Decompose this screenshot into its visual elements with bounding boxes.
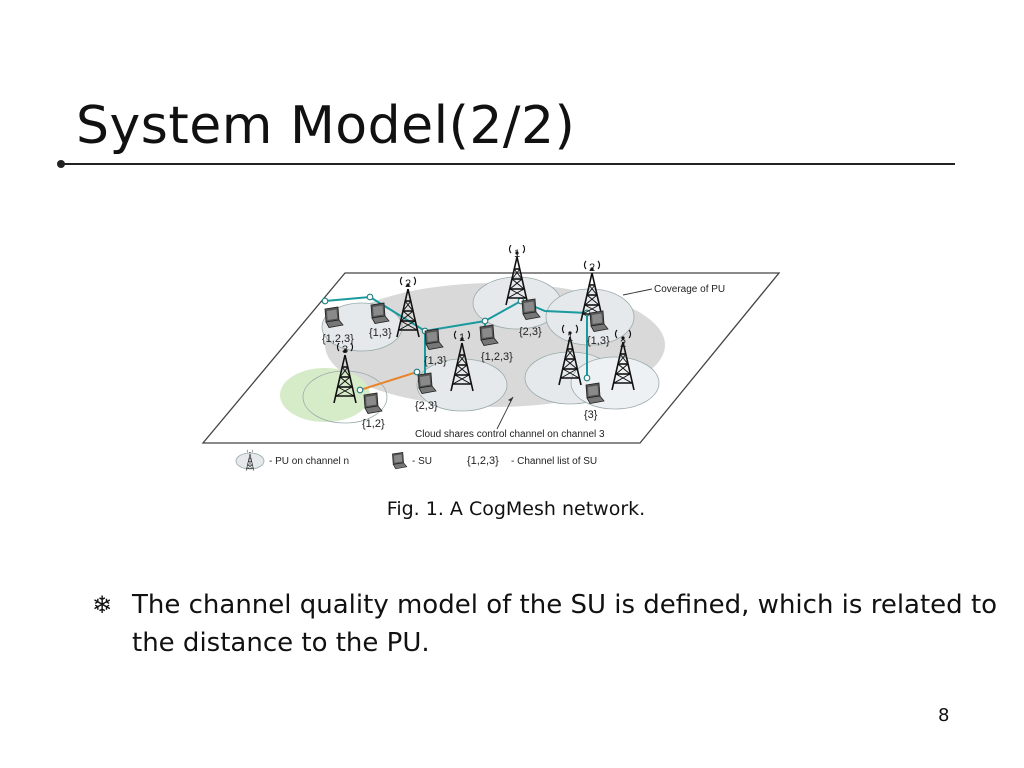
su-channel-list: {1,2} bbox=[362, 418, 385, 430]
bullet-text: The channel quality model of the SU is d… bbox=[132, 590, 998, 658]
pu-coverage-green bbox=[280, 368, 370, 422]
legend-su-label: - SU bbox=[412, 456, 432, 467]
tower-number: 2 bbox=[620, 338, 626, 350]
coverage-label: Coverage of PU bbox=[654, 284, 725, 295]
legend-pu-label: - PU on channel n bbox=[269, 456, 349, 467]
coverage-callout-line bbox=[622, 288, 653, 296]
su-channel-list: {2,3} bbox=[415, 400, 438, 412]
slide-title: System Model(2/2) bbox=[76, 96, 576, 156]
cloud-callout-line bbox=[496, 396, 514, 430]
tower-number: 2 bbox=[589, 262, 595, 274]
bullet-point: ❄ The channel quality model of the SU is … bbox=[92, 586, 1012, 662]
snowflake-bullet-icon: ❄ bbox=[92, 591, 113, 619]
cogmesh-diagram: 2 1 2 3 1 1 2 {1,2,3} {1,3} {1,3} {1,2,3… bbox=[201, 245, 781, 471]
tower-number: 2 bbox=[405, 278, 411, 290]
legend-su-laptop-icon bbox=[391, 451, 408, 470]
tower-number: 1 bbox=[514, 248, 520, 260]
tower-number: 1 bbox=[459, 332, 465, 344]
tower-number: 1 bbox=[567, 332, 573, 344]
cloud-callout-arrow bbox=[508, 397, 513, 402]
su-mesh-link bbox=[324, 295, 588, 378]
page-number: 8 bbox=[938, 705, 950, 726]
title-rule bbox=[61, 163, 955, 165]
su-channel-list: {1,2,3} bbox=[481, 351, 513, 363]
cogmesh-network-figure: 2 1 2 3 1 1 2 {1,2,3} {1,3} {1,3} {1,2,3… bbox=[195, 245, 795, 480]
legend-channel-list-example: {1,2,3} bbox=[467, 455, 499, 467]
figure-caption: Fig. 1. A CogMesh network. bbox=[386, 498, 646, 520]
su-channel-list: {1,3} bbox=[587, 335, 610, 347]
legend-channel-list-label: - Channel list of SU bbox=[511, 456, 597, 467]
su-channel-list: {2,3} bbox=[519, 326, 542, 338]
su-channel-list: {1,2,3} bbox=[322, 333, 354, 345]
su-channel-list: {1,3} bbox=[424, 355, 447, 367]
su-channel-list: {1,3} bbox=[369, 327, 392, 339]
cloud-label: Cloud shares control channel on channel … bbox=[415, 429, 605, 440]
su-channel-list: {3} bbox=[584, 409, 598, 421]
tower-number: 3 bbox=[342, 344, 348, 356]
orange-link bbox=[359, 371, 418, 391]
